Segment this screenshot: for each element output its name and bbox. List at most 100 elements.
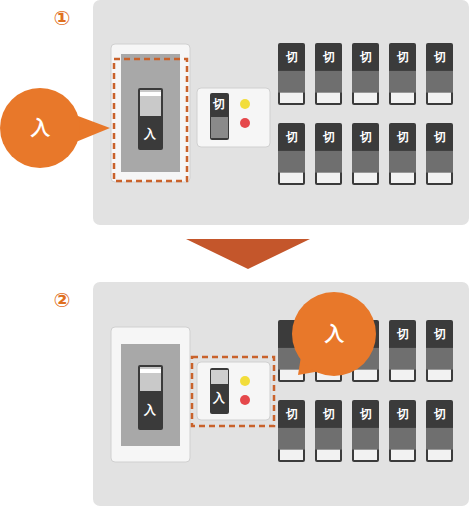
main-switch-stripe <box>140 92 161 96</box>
indicator-red <box>240 118 250 128</box>
step-number: ① <box>54 6 71 30</box>
branch-breaker-base <box>391 173 414 183</box>
branch-breaker <box>389 400 416 462</box>
branch-breaker-base <box>280 173 303 183</box>
switch-label: 切 <box>213 98 225 110</box>
switch-label: 切 <box>323 51 335 63</box>
branch-breaker-lever <box>278 151 305 173</box>
branch-breaker-base <box>391 450 414 460</box>
main-breaker-frame <box>111 327 190 462</box>
branch-breaker <box>426 320 453 382</box>
branch-breaker-lever <box>315 71 342 93</box>
switch-label: 入 <box>213 392 225 404</box>
branch-breaker-base <box>354 450 377 460</box>
callout-circle <box>0 88 80 168</box>
leakage-breaker-frame <box>197 362 270 420</box>
branch-breaker-base <box>354 173 377 183</box>
breaker-panel: ① <box>93 0 469 225</box>
branch-breaker-lever <box>426 151 453 173</box>
branch-breaker-base <box>391 93 414 103</box>
switch-label: 切 <box>323 408 335 420</box>
switch-label: 切 <box>397 51 409 63</box>
switch-label: 切 <box>397 131 409 143</box>
switch-label: 切 <box>434 131 446 143</box>
branch-breaker-base <box>280 450 303 460</box>
switch-label: 切 <box>397 328 409 340</box>
branch-breaker <box>426 43 453 105</box>
branch-breaker <box>315 43 342 105</box>
branch-breaker-base <box>428 93 451 103</box>
branch-breaker-base <box>317 93 340 103</box>
callout-bubble: 入 <box>0 88 80 168</box>
indicator-yellow <box>240 99 250 109</box>
branch-breaker-base <box>428 370 451 380</box>
branch-breaker-base <box>317 450 340 460</box>
branch-breaker <box>278 123 305 185</box>
panel-body <box>93 282 469 506</box>
branch-breaker-base <box>391 370 414 380</box>
callout-circle <box>292 292 376 376</box>
step-arrow <box>186 225 310 282</box>
switch-label: 切 <box>360 51 372 63</box>
branch-breaker-base <box>354 93 377 103</box>
branch-breaker-lever <box>278 428 305 450</box>
leakage-switch-lever <box>211 117 228 138</box>
main-breaker-body <box>121 54 180 172</box>
branch-breaker <box>389 123 416 185</box>
branch-breaker <box>352 123 379 185</box>
switch-label: 切 <box>397 408 409 420</box>
branch-breaker-lever <box>389 71 416 93</box>
branch-breaker <box>389 320 416 382</box>
switch-label: 切 <box>434 51 446 63</box>
branch-breaker-base <box>317 173 340 183</box>
callout-text: 入 <box>31 115 50 141</box>
main-switch-lever <box>140 90 161 116</box>
main-switch-lever <box>140 367 161 391</box>
branch-breaker <box>352 43 379 105</box>
branch-breaker-lever <box>352 151 379 173</box>
branch-breaker <box>426 123 453 185</box>
branch-breaker <box>278 43 305 105</box>
switch-label: 切 <box>323 131 335 143</box>
branch-breaker-base <box>428 173 451 183</box>
branch-breaker-lever <box>315 151 342 173</box>
branch-breaker-lever <box>426 428 453 450</box>
leakage-breaker-frame <box>197 88 270 147</box>
branch-breaker-lever <box>278 71 305 93</box>
highlight-frame <box>192 357 274 426</box>
switch-label: 入 <box>144 128 156 140</box>
switch-label: 切 <box>434 328 446 340</box>
branch-breaker <box>352 400 379 462</box>
branch-breaker <box>389 43 416 105</box>
main-switch <box>138 88 163 150</box>
branch-breaker <box>426 400 453 462</box>
branch-breaker-base <box>280 93 303 103</box>
switch-label: 入 <box>144 404 156 416</box>
leakage-switch-lever <box>211 370 228 384</box>
panel-body <box>93 0 469 225</box>
indicator-red <box>240 395 250 405</box>
indicator-yellow <box>240 376 250 386</box>
branch-breaker-base <box>354 370 377 380</box>
breaker-panel: ② <box>93 282 469 506</box>
callout-text: 入 <box>325 321 344 347</box>
main-switch <box>138 365 163 430</box>
step-number: ② <box>54 288 71 312</box>
branch-breaker-lever <box>352 71 379 93</box>
branch-breaker <box>315 123 342 185</box>
leakage-switch <box>210 93 229 140</box>
branch-breaker-base <box>428 450 451 460</box>
switch-label: 切 <box>286 51 298 63</box>
main-breaker-body <box>121 344 180 446</box>
branch-breaker-lever <box>426 71 453 93</box>
switch-label: 切 <box>360 408 372 420</box>
switch-label: 切 <box>286 131 298 143</box>
branch-breaker-lever <box>389 151 416 173</box>
main-switch-stripe <box>140 369 161 373</box>
leakage-switch <box>210 368 229 414</box>
main-breaker-frame <box>111 44 190 182</box>
highlight-frame <box>114 59 187 181</box>
branch-breaker-lever <box>352 428 379 450</box>
